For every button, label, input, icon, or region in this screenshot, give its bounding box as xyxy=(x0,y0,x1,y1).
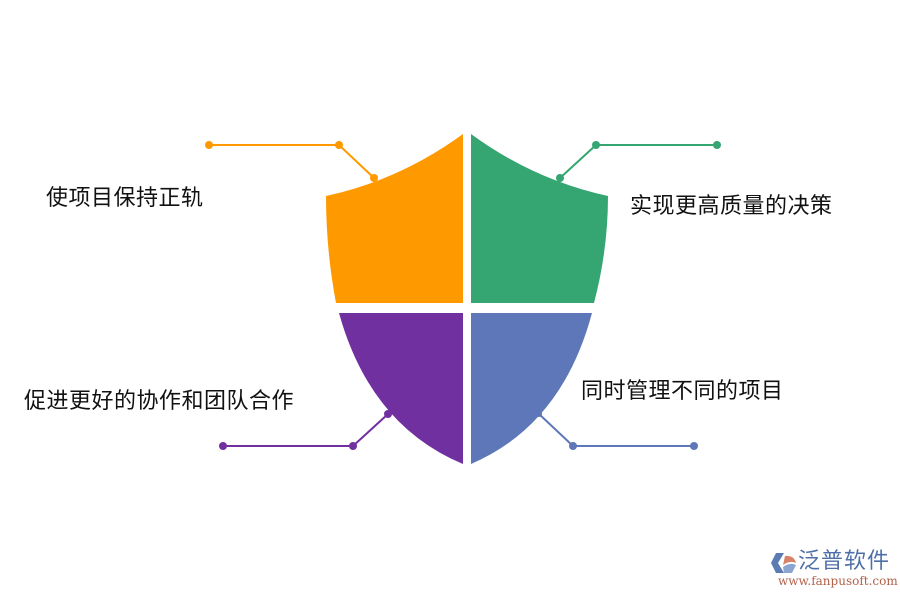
label-top-left: 使项目保持正轨 xyxy=(46,186,204,211)
watermark-brand: 泛普软件 xyxy=(798,549,891,574)
connector-bottom-right xyxy=(536,411,698,450)
shield-quadrant-bottom-right xyxy=(471,313,592,464)
label-top-right: 实现更高质量的决策 xyxy=(630,194,833,219)
connector-top-right xyxy=(556,141,721,182)
label-bottom-left: 促进更好的协作和团队合作 xyxy=(24,389,295,414)
fanpu-logo-icon xyxy=(771,553,796,573)
watermark-url: www.fanpusoft.com xyxy=(778,574,898,588)
connector-top-left xyxy=(205,141,378,182)
shield-quadrant-bottom-left xyxy=(339,313,463,464)
shield-quadrant-top-right xyxy=(471,134,608,303)
connector-bottom-left xyxy=(219,410,392,450)
watermark-logo: 泛普软件 www.fanpusoft.com xyxy=(770,549,898,591)
shield-quadrant-top-left xyxy=(326,134,463,303)
label-bottom-right: 同时管理不同的项目 xyxy=(581,379,784,404)
